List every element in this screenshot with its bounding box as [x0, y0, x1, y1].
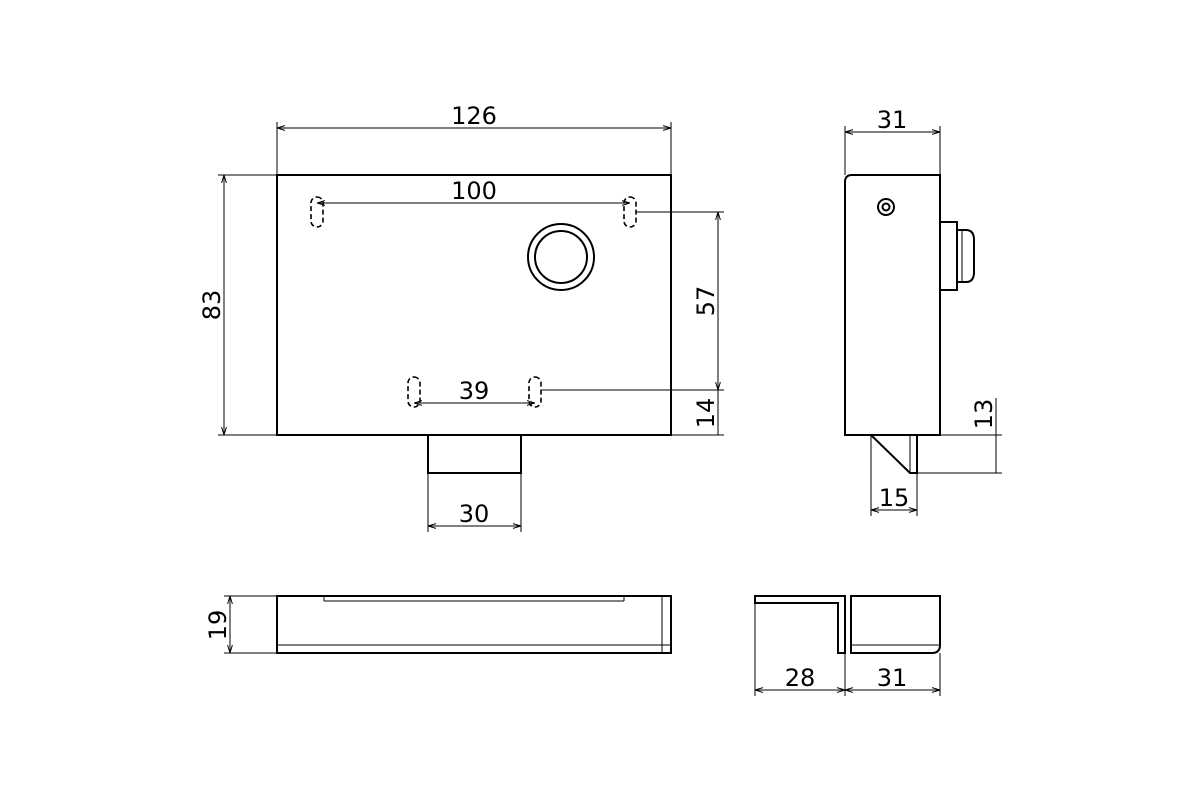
dimension-side-bolt-offset: 13: [917, 398, 1002, 474]
dimension-label-15: 15: [879, 484, 910, 512]
dimension-label-39: 39: [459, 377, 490, 405]
bottom-body-outline: [276, 595, 672, 654]
dimension-bottom-height: 19: [204, 595, 277, 654]
dimension-front-height: 83: [198, 174, 277, 436]
dimension-label-14: 14: [692, 398, 720, 429]
mounting-slot-bottom-right: [528, 376, 542, 408]
dimension-side-bolt-width: 15: [870, 435, 918, 516]
dimension-side-depth: 31: [844, 106, 941, 175]
dimension-label-83: 83: [198, 290, 226, 321]
keeper-box-outline: [850, 595, 941, 654]
mounting-slot-top-right: [623, 196, 637, 228]
dimension-keeper-length: 28: [754, 603, 846, 696]
dimension-bottom-offset: 14: [671, 390, 724, 436]
dimension-hole-spacing-bottom: 39: [414, 377, 535, 405]
dimension-keeper-depth: 31: [845, 653, 941, 696]
dimension-front-width: 126: [276, 102, 672, 175]
latch-bevel: [870, 434, 918, 474]
bottom-view: 19: [204, 595, 672, 654]
dimension-bolt-width: 30: [427, 473, 522, 532]
dimension-label-31-side: 31: [877, 106, 908, 134]
side-view: 31 13 15: [844, 106, 1002, 516]
dimension-label-57: 57: [692, 286, 720, 317]
bolt-outline: [427, 434, 522, 474]
side-body-outline: [844, 174, 941, 436]
dimension-hole-offset-vertical: 57: [541, 211, 724, 391]
front-view: 126 100 83 57 39 14: [198, 102, 724, 532]
cylinder-knob: [940, 221, 975, 291]
dimension-label-31-keeper: 31: [877, 664, 908, 692]
dimension-label-100: 100: [451, 177, 497, 205]
mounting-slot-bottom-left: [407, 376, 421, 408]
mounting-slot-top-left: [310, 196, 324, 228]
dimension-label-30: 30: [459, 500, 490, 528]
keeper-view: 28 31: [754, 595, 941, 696]
dimension-hole-spacing-top: 100: [317, 177, 630, 205]
dimension-label-13: 13: [970, 399, 998, 430]
dimension-label-28: 28: [785, 664, 816, 692]
keyhole-ring: [527, 223, 595, 291]
dimension-label-126: 126: [451, 102, 497, 130]
dimension-label-19: 19: [204, 610, 232, 641]
screw-icon: [877, 198, 895, 216]
keeper-angle-outline: [754, 595, 846, 654]
